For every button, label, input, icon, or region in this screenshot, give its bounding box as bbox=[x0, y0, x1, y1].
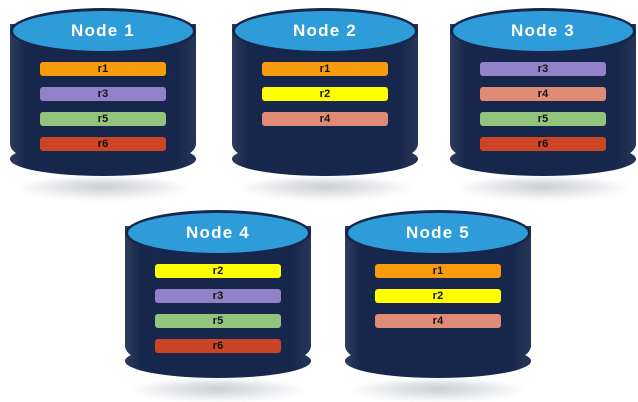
record-label: r3 bbox=[212, 289, 224, 302]
record-list: r1 r2 r4 bbox=[232, 62, 418, 126]
record-label: r5 bbox=[537, 112, 549, 125]
record-label: r5 bbox=[97, 112, 109, 125]
record-list: r1 r3 r5 r6 bbox=[10, 62, 196, 151]
record-bar-r3[interactable]: r3 bbox=[154, 289, 282, 303]
cylinder-top-disc bbox=[453, 11, 633, 51]
record-bar-r2[interactable]: r2 bbox=[374, 289, 502, 303]
record-label: r2 bbox=[432, 289, 444, 302]
cylinder-top-disc bbox=[13, 11, 193, 51]
record-label: r1 bbox=[432, 264, 444, 277]
record-bar-r4[interactable]: r4 bbox=[374, 314, 502, 328]
database-node-5[interactable]: Node 5 r1 r2 r4 bbox=[345, 210, 531, 402]
record-label: r5 bbox=[212, 314, 224, 327]
record-bar-r5[interactable]: r5 bbox=[39, 112, 167, 126]
record-bar-r4[interactable]: r4 bbox=[261, 112, 389, 126]
record-label: r6 bbox=[97, 137, 109, 150]
node-title: Node 1 bbox=[71, 21, 135, 40]
cylinder-top-disc bbox=[235, 11, 415, 51]
record-bar-r1[interactable]: r1 bbox=[374, 264, 502, 278]
cylinder-top-disc bbox=[348, 213, 528, 253]
cylinder-drop-shadow bbox=[131, 380, 305, 402]
record-bar-r5[interactable]: r5 bbox=[479, 112, 607, 126]
record-bar-r2[interactable]: r2 bbox=[154, 264, 282, 278]
record-label: r3 bbox=[537, 62, 549, 75]
cylinder-top-disc bbox=[128, 213, 308, 253]
record-list: r2 r3 r5 r6 bbox=[125, 264, 311, 353]
record-bar-r1[interactable]: r1 bbox=[261, 62, 389, 76]
cylinder-drop-shadow bbox=[456, 178, 630, 200]
node-title: Node 2 bbox=[293, 21, 357, 40]
database-node-2[interactable]: Node 2 r1 r2 r4 bbox=[232, 8, 418, 200]
record-bar-r3[interactable]: r3 bbox=[479, 62, 607, 76]
cylinder-drop-shadow bbox=[238, 178, 412, 200]
database-node-1[interactable]: Node 1 r1 r3 r5 r6 bbox=[10, 8, 196, 200]
record-label: r6 bbox=[537, 137, 549, 150]
record-bar-r5[interactable]: r5 bbox=[154, 314, 282, 328]
record-list: r3 r4 r5 r6 bbox=[450, 62, 636, 151]
record-bar-r3[interactable]: r3 bbox=[39, 87, 167, 101]
record-list: r1 r2 r4 bbox=[345, 264, 531, 328]
record-bar-r2[interactable]: r2 bbox=[261, 87, 389, 101]
record-bar-r6[interactable]: r6 bbox=[154, 339, 282, 353]
record-label: r6 bbox=[212, 339, 224, 352]
record-bar-r1[interactable]: r1 bbox=[39, 62, 167, 76]
node-title: Node 5 bbox=[406, 223, 470, 242]
record-bar-r6[interactable]: r6 bbox=[479, 137, 607, 151]
cylinder-drop-shadow bbox=[351, 380, 525, 402]
cylinder-drop-shadow bbox=[16, 178, 190, 200]
record-label: r4 bbox=[319, 112, 331, 125]
record-bar-r4[interactable]: r4 bbox=[479, 87, 607, 101]
database-node-4[interactable]: Node 4 r2 r3 r5 r6 bbox=[125, 210, 311, 402]
record-label: r4 bbox=[432, 314, 444, 327]
record-label: r2 bbox=[212, 264, 224, 277]
record-label: r1 bbox=[319, 62, 331, 75]
record-label: r1 bbox=[97, 62, 109, 75]
node-title: Node 3 bbox=[511, 21, 575, 40]
record-label: r3 bbox=[97, 87, 109, 100]
node-title: Node 4 bbox=[186, 223, 250, 242]
record-label: r4 bbox=[537, 87, 549, 100]
record-label: r2 bbox=[319, 87, 331, 100]
record-bar-r6[interactable]: r6 bbox=[39, 137, 167, 151]
database-node-3[interactable]: Node 3 r3 r4 r5 r6 bbox=[450, 8, 636, 200]
